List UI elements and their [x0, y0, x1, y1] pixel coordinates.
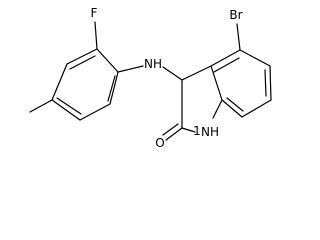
bromine-label: Br [229, 8, 242, 22]
bond [162, 123, 179, 136]
bond [29, 99, 53, 113]
bond [210, 49, 241, 67]
bond [181, 65, 212, 81]
ring-nh-number-label: 1 [193, 124, 201, 138]
bond [241, 99, 272, 118]
bond [94, 21, 98, 50]
bond [239, 49, 271, 67]
bond [69, 55, 96, 70]
bond [66, 48, 98, 65]
bond [264, 69, 267, 97]
atom-labels: F NH Br O NH 1 [91, 6, 243, 150]
bond [236, 23, 241, 51]
amine-label: NH [144, 57, 162, 71]
bond [96, 48, 119, 73]
bond [56, 97, 82, 115]
bond [117, 65, 144, 73]
bond [79, 103, 111, 121]
bond [109, 71, 119, 105]
ring-nh-label: NH [201, 125, 219, 139]
bond [162, 66, 183, 81]
molecule-drawing: F NH Br O NH 1 [29, 6, 272, 150]
bond [226, 97, 244, 112]
bond [165, 127, 183, 141]
bond [269, 65, 272, 101]
bond [51, 99, 81, 121]
bond [210, 65, 223, 101]
fluorine-label: F [91, 6, 98, 20]
bond [213, 57, 240, 73]
bond [107, 75, 116, 102]
carbonyl-oxygen-label: O [155, 136, 164, 150]
bond [51, 63, 68, 101]
bond [221, 99, 243, 118]
bond [181, 127, 196, 133]
bonds [29, 21, 272, 141]
bond [212, 99, 223, 119]
